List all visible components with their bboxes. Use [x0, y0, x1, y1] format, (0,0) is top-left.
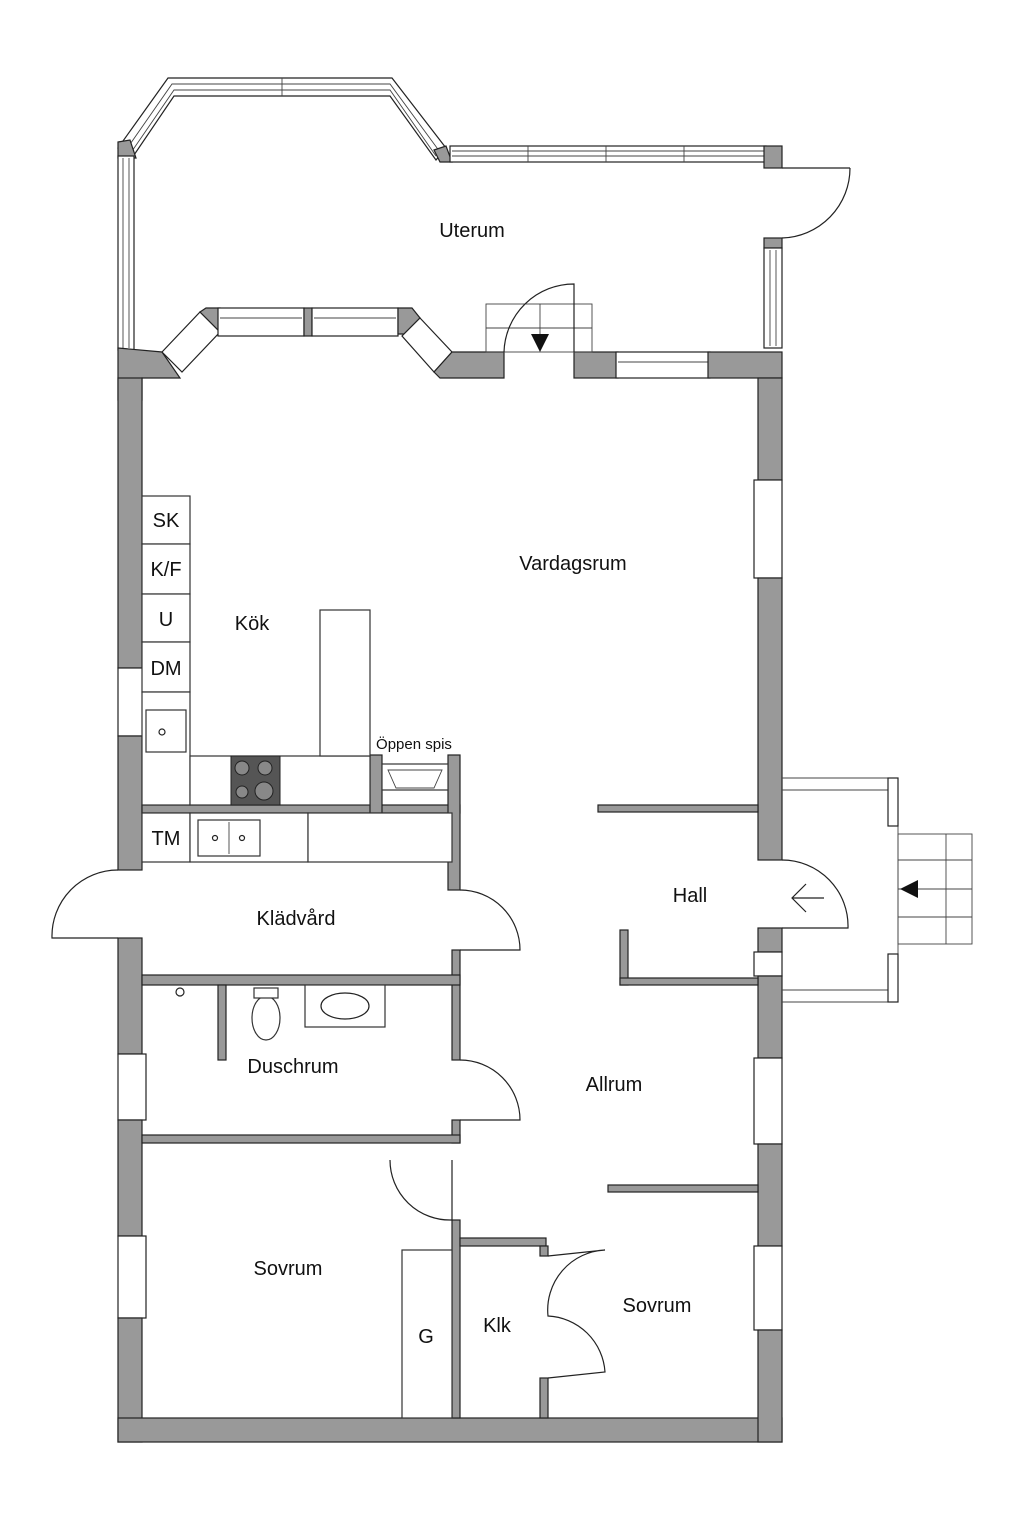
stairs-arrow-icon [531, 334, 549, 352]
label-g: G [418, 1326, 434, 1348]
door-kladvard[interactable] [459, 889, 521, 951]
room-label-duschrum: Duschrum [247, 1056, 338, 1078]
stairs-arrow-icon [900, 880, 918, 898]
fireplace [381, 763, 449, 791]
entry-porch [782, 777, 973, 1003]
room-label-vardagsrum: Vardagsrum [519, 553, 626, 575]
bathroom [175, 984, 386, 1041]
kitchen [141, 495, 453, 863]
toilet [251, 995, 281, 1041]
wardrobe [401, 1249, 453, 1419]
unit-kf: K/F [150, 559, 181, 581]
unit-u: U [159, 609, 173, 631]
room-label-kok: Kök [235, 613, 270, 635]
arrow-left-icon [791, 883, 824, 913]
door-hall-entry[interactable] [781, 859, 849, 929]
unit-tm: TM [152, 828, 181, 850]
door-klk[interactable] [547, 1249, 606, 1379]
label-oppen-spis: Öppen spis [376, 735, 452, 753]
sunroom-walls [117, 77, 783, 401]
room-label-allrum: Allrum [586, 1074, 643, 1096]
room-label-sovrum-1: Sovrum [254, 1258, 323, 1280]
room-label-klk: Klk [483, 1315, 512, 1337]
room-labels: Uterum Vardagsrum Kök Öppen spis Hall Kl… [150, 220, 707, 1348]
room-label-uterum: Uterum [439, 220, 505, 242]
door-sovrum-1[interactable] [389, 1159, 453, 1221]
unit-dm: DM [150, 658, 181, 680]
sunroom-steps [485, 283, 593, 353]
room-label-kladvard: Klädvård [257, 908, 336, 930]
door-duschrum[interactable] [459, 1059, 521, 1121]
doors [51, 859, 849, 1379]
sink [145, 709, 187, 753]
door-uterum-exterior[interactable] [781, 167, 851, 239]
interior-walls [141, 754, 759, 1419]
door-kladvard-exterior[interactable] [51, 869, 119, 939]
room-label-sovrum-2: Sovrum [623, 1295, 692, 1317]
door-uterum[interactable] [503, 283, 575, 353]
washbasin [304, 984, 386, 1028]
room-label-hall: Hall [673, 885, 707, 907]
unit-sk: SK [153, 510, 180, 532]
exterior-walls [117, 377, 783, 1443]
